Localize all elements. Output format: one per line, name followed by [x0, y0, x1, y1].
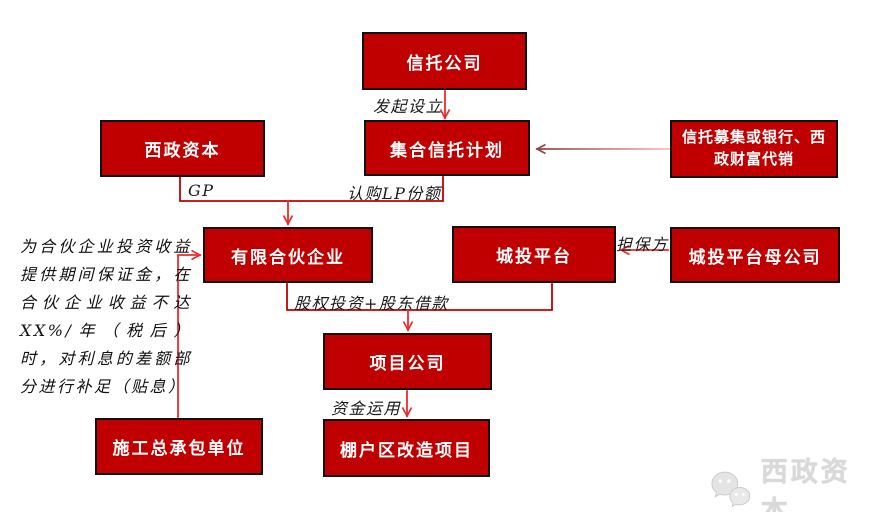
edge-label-initiate: 发起设立 [373, 97, 444, 116]
watermark: 西政资本 [708, 450, 880, 512]
node-xizheng-capital: 西政资本 [100, 120, 265, 177]
edge-label-gp: GP [188, 181, 215, 200]
edge-label-guarantor: 担保方 [616, 235, 669, 254]
node-project-company: 项目公司 [323, 333, 492, 390]
edge-label-subscribe-lp: 认购LP份额 [347, 184, 442, 203]
node-general-contractor: 施工总承包单位 [95, 418, 263, 475]
node-shantytown-project: 棚户区改造项目 [323, 419, 490, 477]
node-distribution-channel: 信托募集或银行、西政财富代销 [670, 120, 838, 178]
edge-contractor-to-partnership [177, 255, 200, 418]
node-city-platform-parent: 城投平台母公司 [670, 227, 840, 283]
node-collective-trust-plan: 集合信托计划 [364, 120, 530, 176]
edge-gp-lp-bus [179, 176, 444, 202]
guarantee-annotation: 为合伙企业投资收益提供期间保证金，在合伙企业收益不达XX%/年（税后）时，对利息… [20, 237, 192, 396]
node-city-investment-platform: 城投平台 [452, 226, 616, 283]
edge-label-equity-loan: 股权投资+股东借款 [294, 294, 449, 313]
node-limited-partnership: 有限合伙企业 [203, 227, 373, 283]
node-trust-company: 信托公司 [362, 32, 527, 90]
edge-investment-bus [286, 283, 553, 311]
wechat-icon [711, 471, 751, 508]
watermark-text: 西政资本 [760, 457, 851, 512]
edge-label-fund-use: 资金运用 [331, 399, 402, 418]
